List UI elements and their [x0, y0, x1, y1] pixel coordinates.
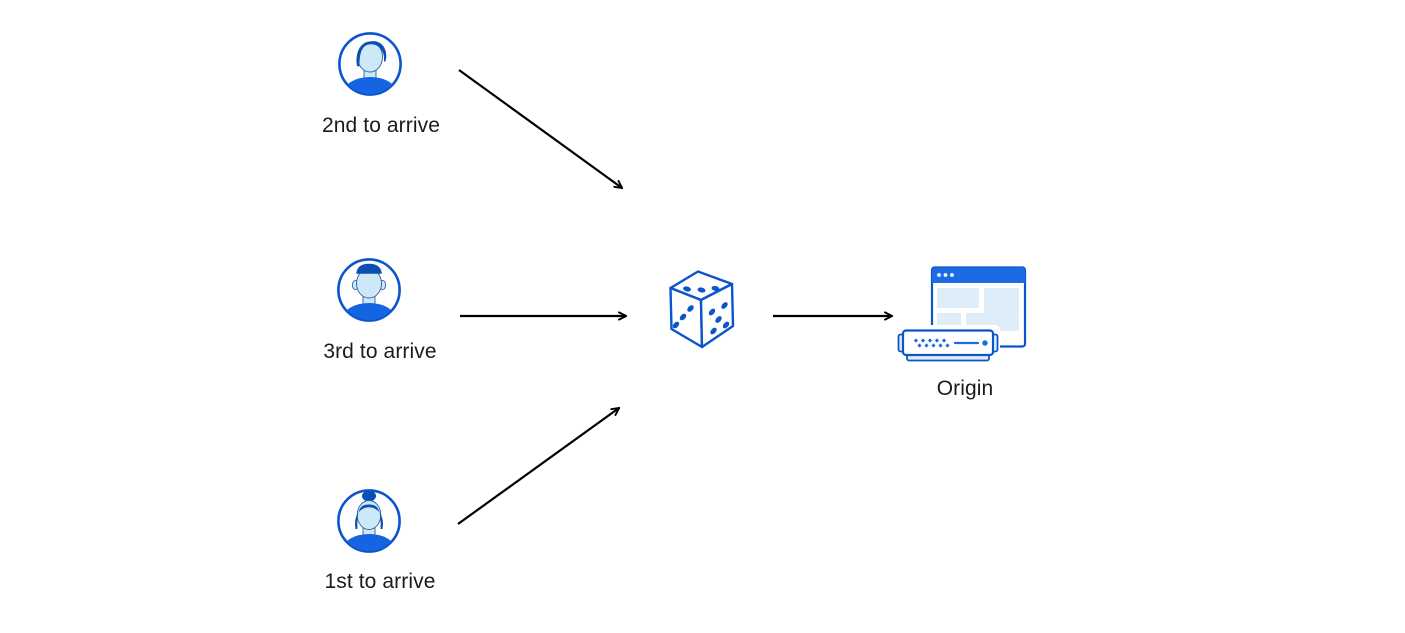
- origin-server-icon: [897, 266, 1027, 363]
- arrow-user1-to-dice: [457, 406, 621, 525]
- origin-label: Origin: [936, 377, 994, 400]
- user-node-3rd: [336, 257, 402, 328]
- server-status-dot: [982, 340, 988, 346]
- origin-node: [896, 264, 1028, 371]
- dice-icon: [669, 270, 735, 349]
- dice-pips: [672, 285, 730, 335]
- browser-titlebar-dots: [937, 273, 954, 277]
- user-label-1st: 1st to arrive: [324, 570, 436, 593]
- arrow-user2-to-dice: [458, 69, 624, 190]
- dice-right-face: [699, 282, 735, 349]
- user-label-2nd: 2nd to arrive: [321, 114, 441, 137]
- avatar-hair-bun: [362, 491, 376, 502]
- avatar-male-crop-icon: [337, 258, 401, 322]
- avatar-hair: [356, 263, 382, 274]
- server-vent-diamonds: [913, 338, 950, 348]
- browser-titlebar: [932, 267, 1025, 283]
- server-body: [901, 329, 995, 357]
- user-node-1st: [336, 488, 402, 559]
- user-label-3rd: 3rd to arrive: [323, 340, 437, 363]
- avatar-hair: [356, 41, 387, 67]
- dice-node: [669, 270, 735, 355]
- avatar-male-swoop-icon: [338, 32, 402, 96]
- avatar-female-icon: [337, 489, 401, 553]
- user-node-2nd: [337, 31, 403, 102]
